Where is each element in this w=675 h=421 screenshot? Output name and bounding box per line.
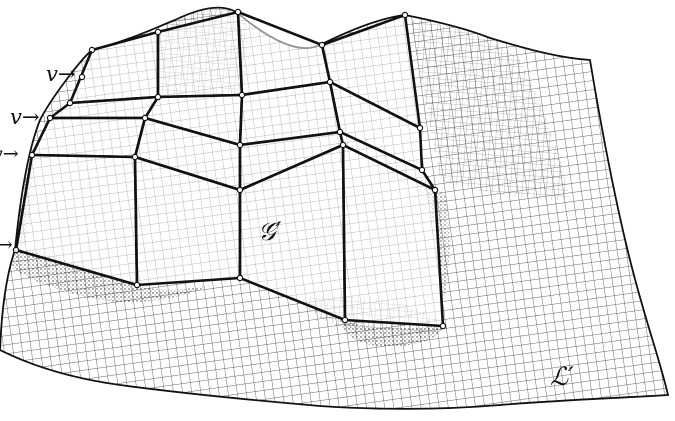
vertex-marker-4: v→: [0, 234, 13, 256]
vertex-marker-1: v→: [46, 62, 75, 86]
graph-label: 𝒢′: [258, 217, 282, 246]
graph-g-prime: [14, 10, 445, 328]
vertex-marker-3: v→: [0, 143, 19, 165]
surface-label: ℒ′: [550, 362, 574, 391]
graph-vertices: [12, 8, 447, 330]
vertex-marker-2: v→: [10, 105, 39, 129]
